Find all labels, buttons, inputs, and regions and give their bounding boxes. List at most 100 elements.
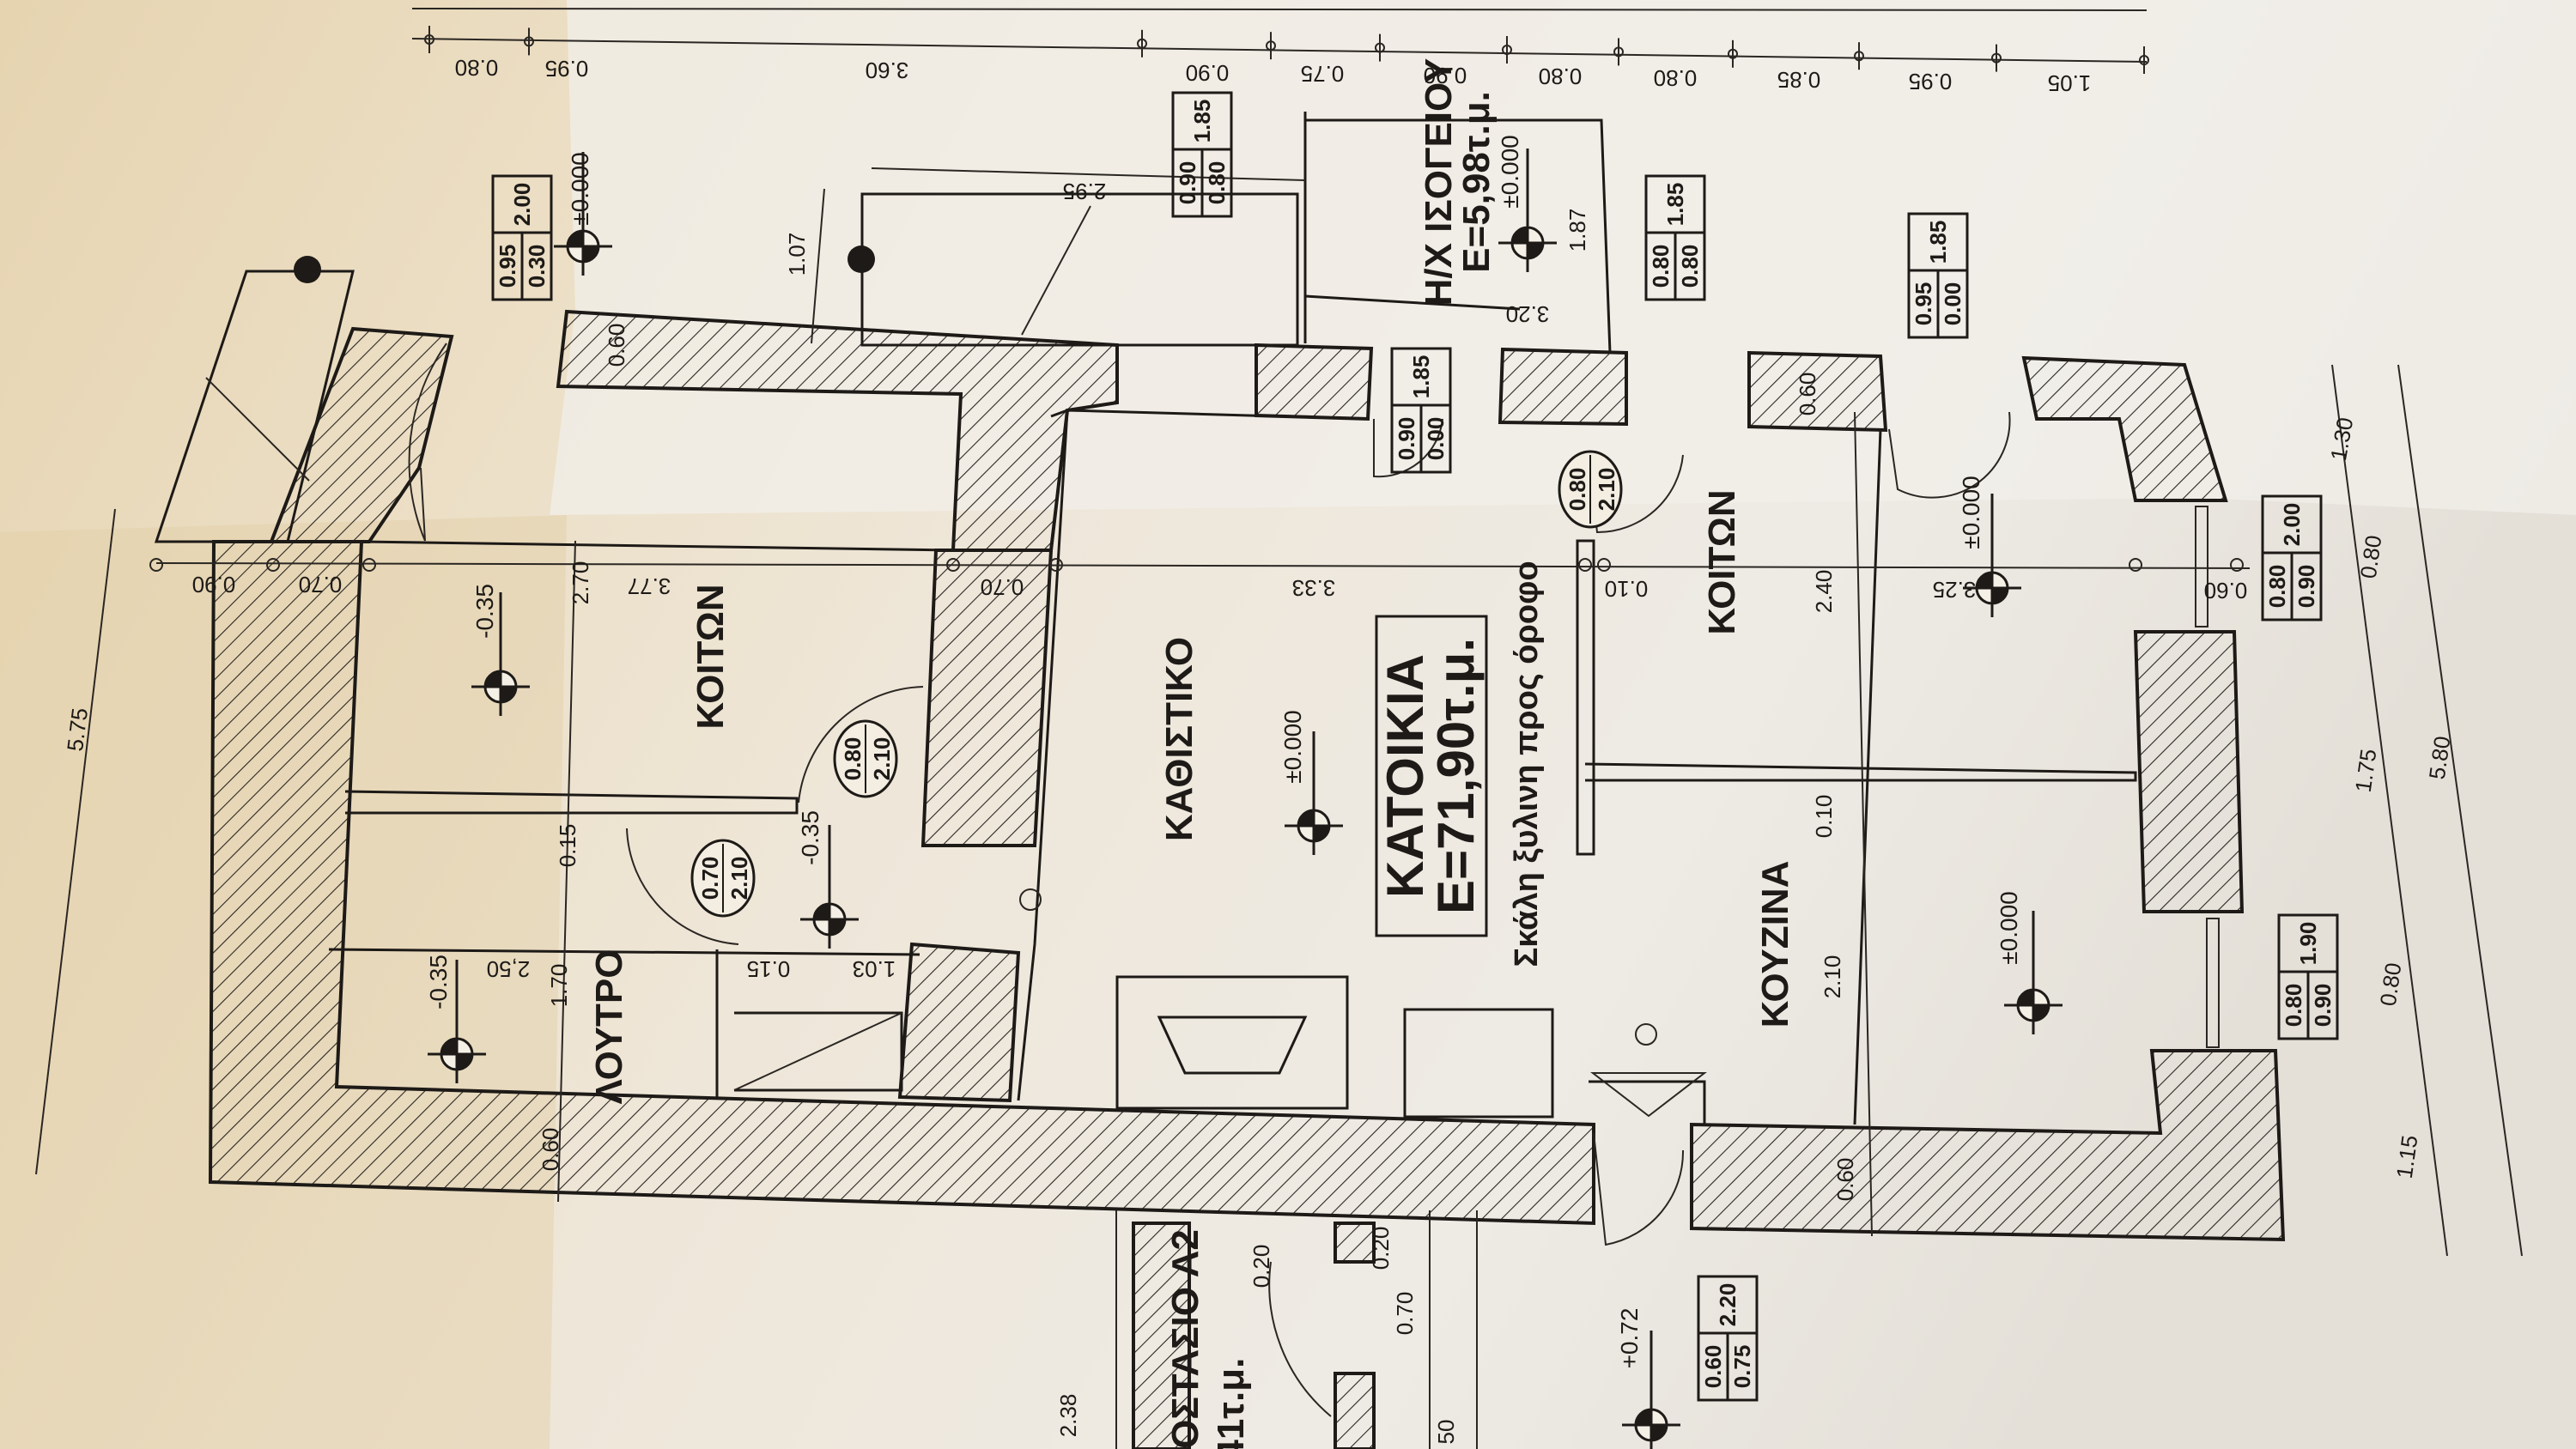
annotations: 0.80 0.95 3.60 0.90 0.75 0.90 0.80 0.80 0.85 0.95… xyxy=(62,26,2455,1449)
room-kitchen: ΚΟΥΖΙΝΑ xyxy=(1754,861,1796,1028)
elevation-label: +0.72 xyxy=(1616,1308,1643,1369)
dwelling-label-box xyxy=(1375,615,1488,937)
room-bathroom: ΛΟΥΤΡΟ xyxy=(588,949,630,1105)
elevation-marker-icon: ±0.000 xyxy=(1958,476,2021,617)
dimension-label: 0.75 xyxy=(1301,61,1345,87)
dimension-label: 0.90 xyxy=(1424,63,1467,88)
dimension-label: 0.85 xyxy=(1777,67,1821,93)
dimension-label: 0.20 xyxy=(1368,1227,1394,1270)
dimension-tick xyxy=(1578,558,1592,572)
dimension-label: 0.80 xyxy=(1654,65,1698,91)
dimension-label: 3.77 xyxy=(628,573,671,599)
elevation-label: -0.35 xyxy=(471,584,498,639)
dwelling-name: ΚΑΤΟΙΚΙΑ xyxy=(1376,654,1434,898)
dimension-label: 3.20 xyxy=(1506,301,1550,327)
dimension-tick xyxy=(266,558,280,572)
dimension-lines xyxy=(35,8,2523,1449)
room-boiler-area: Ε=5,98τ.μ. xyxy=(1455,91,1498,273)
wall-storage xyxy=(1132,1222,1191,1449)
dimension-label: 0.15 xyxy=(555,824,580,868)
dimension-label: 1.05 xyxy=(2048,70,2092,96)
opening-width: 0.90 xyxy=(1175,161,1200,205)
dimension-label: 1.07 xyxy=(784,233,810,276)
wall-northeast xyxy=(2021,355,2228,502)
dimension-label: 0.80 xyxy=(1539,64,1583,89)
dimension-label: 2.70 xyxy=(568,561,593,605)
opening-sill: 0.80 xyxy=(1677,245,1703,288)
dimension-label: 0.60 xyxy=(604,324,629,367)
dimension-label: 1.87 xyxy=(1564,209,1590,252)
dimension-label: 5.75 xyxy=(62,706,93,753)
room-storage: ΟΣΤΑΣΙΟ Α2 xyxy=(1164,1229,1206,1449)
walls xyxy=(208,309,2286,1449)
opening-height: 2.20 xyxy=(1715,1283,1741,1327)
dimension-label: 2,50 xyxy=(487,956,531,982)
room-labels: ΚΑΤΟΙΚΙΑ Ε=71,90τ.μ. Σκάλη ξυλινη προς ό… xyxy=(588,58,1796,1449)
elevation-label: -0.35 xyxy=(425,955,452,1009)
dimension-label: 1.03 xyxy=(853,956,896,982)
dimension-label: 1.70 xyxy=(546,964,572,1008)
elevation-label: -0.35 xyxy=(797,810,823,865)
elevation-marker-icon: ±0.000 xyxy=(1279,710,1343,855)
dimension-label: 0.60 xyxy=(1795,373,1820,416)
wall-north-b xyxy=(1498,347,1628,427)
dimension-label: 0.80 xyxy=(455,55,499,81)
dimension-label: 2.95 xyxy=(1063,179,1107,204)
dimension-label: 0.95 xyxy=(545,56,589,82)
door-width: 0.80 xyxy=(840,737,866,781)
door-height: 2.10 xyxy=(869,737,895,781)
door-width: 0.70 xyxy=(697,857,723,900)
dimension-label: 3.60 xyxy=(866,58,909,83)
opening-height: 1.85 xyxy=(1408,355,1434,399)
elevation-marker-icon: ±0.000 xyxy=(1497,135,1557,272)
opening-width: 0.80 xyxy=(2264,565,2290,609)
dimension-tick xyxy=(149,558,163,572)
opening-height: 2.00 xyxy=(2279,503,2305,547)
wall-east xyxy=(2133,630,2245,913)
dimension-tick xyxy=(946,558,960,572)
opening-width: 0.95 xyxy=(495,245,520,288)
opening-width: 0.95 xyxy=(1911,282,1936,326)
opening-height: 1.85 xyxy=(1925,221,1951,264)
door-height: 2.10 xyxy=(726,857,752,900)
dimension-label: 0.15 xyxy=(747,956,791,982)
room-bedroom-right: ΚΟΙΤΩΝ xyxy=(1701,489,1743,634)
opening-sill: 0.30 xyxy=(524,245,550,288)
dimension-label: 2.38 xyxy=(1055,1394,1081,1438)
dimension-tick xyxy=(1597,558,1611,572)
opening-width: 0.90 xyxy=(1394,417,1419,461)
elevation-label: ±0.000 xyxy=(567,152,593,225)
dimension-label: 0.20 xyxy=(1249,1245,1274,1288)
wall-storage-b xyxy=(1334,1222,1376,1264)
dimension-label: 1.15 xyxy=(2391,1134,2423,1180)
opening-sill: 0.00 xyxy=(1940,282,1965,326)
dimension-label: 5.80 xyxy=(2424,735,2456,781)
opening-sill: 0.75 xyxy=(1729,1345,1755,1389)
dwelling-area: Ε=71,90τ.μ. xyxy=(1427,638,1485,914)
dimension-label: 1.75 xyxy=(2350,748,2382,794)
dimension-label: 0.70 xyxy=(981,574,1024,600)
wall-north-a xyxy=(1255,343,1374,421)
elevation-marker-icon: +0.72 xyxy=(1616,1308,1680,1449)
dimension-label: 2.40 xyxy=(1811,570,1837,614)
opening-height: 1.85 xyxy=(1662,183,1688,227)
elevation-marker-icon: -0.35 xyxy=(797,810,859,949)
room-boiler: Η/Χ ΙΣΟΓΕΙΟΥ xyxy=(1418,58,1460,306)
wall-north-c xyxy=(1747,350,1888,433)
opening-sill: 0.00 xyxy=(1423,417,1449,461)
elevation-marker-icon: ±0.000 xyxy=(554,152,612,276)
dimension-label: 50 xyxy=(1433,1420,1459,1445)
room-bedroom-left: ΚΟΙΤΩΝ xyxy=(690,584,732,729)
wall-northwest xyxy=(269,326,454,543)
opening-width: 0.60 xyxy=(1700,1345,1726,1389)
door-height: 2.10 xyxy=(1594,468,1619,512)
dimension-label: 0.90 xyxy=(1186,60,1230,86)
